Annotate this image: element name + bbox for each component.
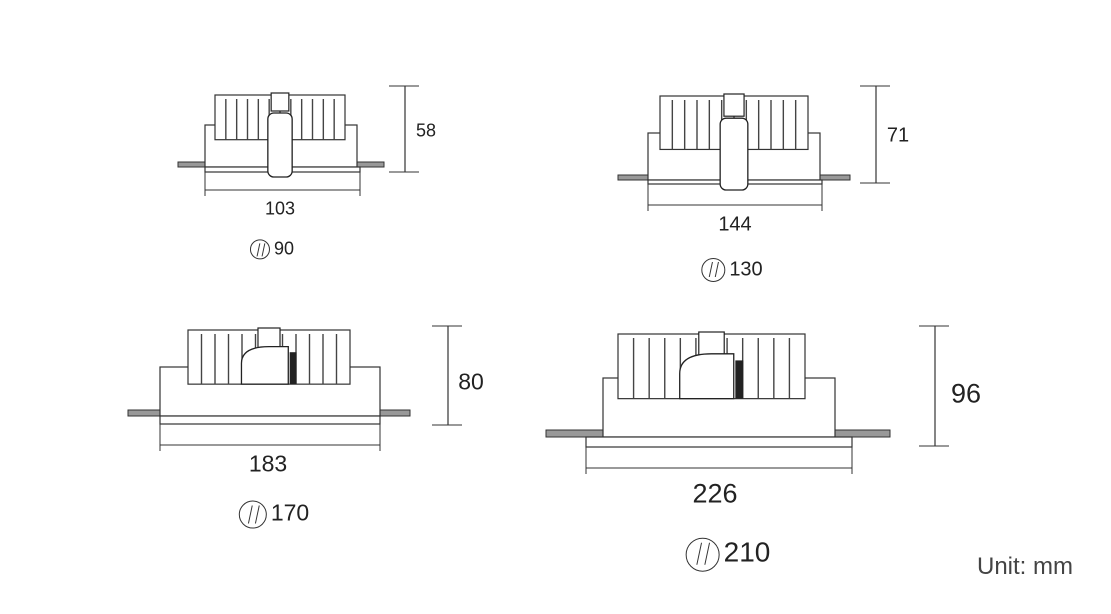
fig2-cutout-label: 130: [729, 258, 763, 281]
fig4-cutout: 210: [685, 536, 771, 572]
fig3-cable: [289, 352, 297, 385]
cutout-diameter-icon: [238, 500, 267, 529]
fig1-cutout: 90: [249, 238, 295, 260]
fig3-cutout: 170: [238, 499, 310, 529]
fig1-flange-left: [177, 161, 206, 168]
fig1-flange-right: [356, 161, 385, 168]
fig1-height-label: 58: [415, 120, 437, 141]
fig4-cutout-label: 210: [723, 536, 771, 568]
cutout-diameter-icon: [685, 537, 720, 572]
fig2-flange-right: [819, 174, 851, 181]
fig1-cable-gland: [270, 92, 290, 112]
fig3-height-label: 80: [458, 368, 484, 395]
fig4-flange-left: [545, 429, 604, 438]
cutout-diameter-icon: [249, 239, 270, 260]
fig4-width-label: 226: [692, 478, 738, 509]
fig2-flange-left: [617, 174, 649, 181]
fig4-cable: [735, 360, 744, 399]
fig3-flange-left: [127, 409, 161, 417]
fig2-cable-gland: [723, 93, 745, 117]
fig4-height-label: 96: [950, 378, 982, 409]
fig1-junction-box: [267, 112, 293, 178]
fig4-flange-right: [834, 429, 891, 438]
fig4-elbow-connector: [679, 353, 735, 400]
unit-label: Unit: mm: [977, 553, 1073, 580]
fig3-flange-right: [379, 409, 411, 417]
cutout-diameter-icon: [701, 258, 726, 282]
fig3-cutout-label: 170: [270, 499, 310, 526]
fig2-width-label: 144: [718, 213, 752, 236]
fig3-elbow-connector: [240, 346, 289, 385]
fig1-cutout-label: 90: [273, 238, 295, 259]
fig3-width-label: 183: [248, 450, 288, 477]
fig1-width-label: 103: [264, 198, 296, 219]
fig4-trim-plate: [585, 436, 853, 448]
fig2-height-label: 71: [886, 124, 910, 147]
fig2-junction-box: [719, 117, 749, 191]
fig2-cutout: 130: [701, 258, 763, 282]
fig3-trim-plate: [159, 415, 381, 425]
